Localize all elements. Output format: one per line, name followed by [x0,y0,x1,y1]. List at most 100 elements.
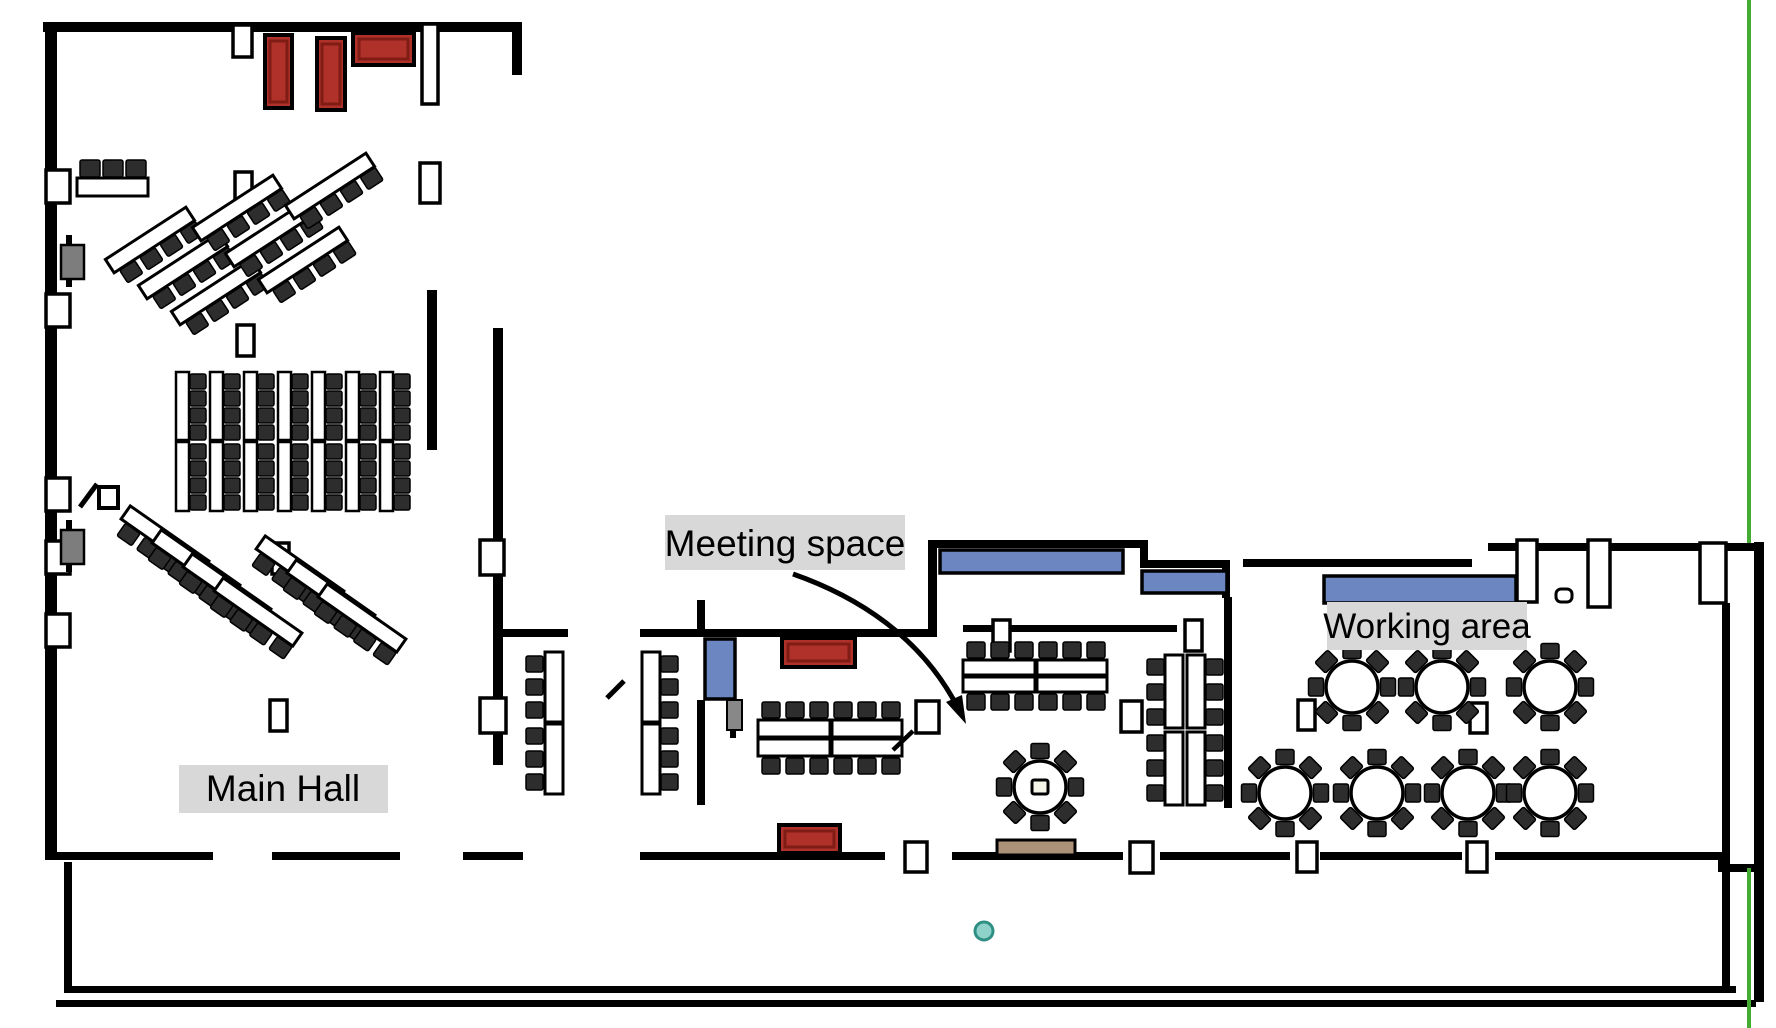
chair [292,267,317,290]
blue-counter [1322,574,1518,605]
wall-segment [1722,603,1730,988]
window-opening [44,476,72,513]
chair [393,373,411,390]
chair [223,460,241,477]
table [961,675,1037,694]
wall-segment [640,629,930,637]
chair [206,228,230,251]
wall-segment [512,22,522,75]
round-table [1397,642,1487,732]
red-table [351,31,416,67]
lecture-column [378,370,411,513]
round-table-top [1324,659,1380,715]
pillar [1296,698,1317,732]
chair [1540,748,1560,766]
long-table-pair [525,650,565,796]
chair [393,407,411,424]
pen-mark [891,729,915,752]
chair [393,494,411,511]
chair [1404,783,1422,803]
chair [1146,759,1165,777]
chair [1014,641,1034,659]
chair [1205,683,1224,701]
chair [257,407,275,424]
door-pillar [1515,538,1539,604]
chair [1307,677,1325,697]
table [344,440,361,513]
main-hall-label: Main Hall [206,768,360,809]
chair [339,180,364,203]
banquet-row [313,581,408,666]
banquet-row [190,173,291,251]
table [276,440,293,513]
chair [353,628,377,652]
table [961,658,1037,677]
chair [178,571,203,594]
chair [1146,658,1165,676]
chair [239,254,263,277]
chair [1275,748,1295,766]
chair [189,477,207,494]
chair [881,701,901,719]
chair [313,601,338,624]
chair [1002,800,1027,825]
chair [1038,693,1058,711]
chair [1458,820,1478,838]
blue-board [703,637,737,701]
wall-segment [1224,597,1232,808]
reception-table-group [75,159,150,198]
meeting-table-group [756,701,904,775]
window-opening [44,612,72,649]
chair [251,553,276,576]
chair [1404,649,1429,674]
chair [966,641,986,659]
chair [147,547,172,570]
chair [1205,658,1224,676]
chair [1086,641,1106,659]
chair [1014,693,1034,711]
chair [223,407,241,424]
round-table-top [1522,659,1578,715]
center-item [1030,778,1050,796]
wall-segment [963,625,1177,632]
chair [359,424,377,441]
chair [291,460,309,477]
chair [257,373,275,390]
chair [1086,693,1106,711]
chair [359,443,377,460]
round-table [1307,642,1397,732]
chair [1247,755,1272,780]
chair [325,407,343,424]
table [242,370,259,442]
banquet-row [103,205,204,283]
chair [525,727,544,745]
chair [192,260,217,283]
label-background [179,765,388,813]
chair [159,234,184,257]
chair [525,750,544,768]
chair [1247,806,1272,831]
table [174,370,191,442]
chair [1540,714,1560,732]
chair [205,299,230,322]
wall-segment [64,986,1736,993]
chair [1379,677,1397,697]
chair [1146,683,1165,701]
chair [1512,649,1537,674]
chair [1390,806,1415,831]
wall-recess [1698,541,1728,605]
chair [291,407,309,424]
chair [1339,755,1364,780]
chair [359,460,377,477]
table [543,722,565,796]
chair [1312,783,1330,803]
pillar [1128,840,1155,875]
table [756,718,832,739]
pillar [1465,840,1489,874]
chair [325,477,343,494]
chair [246,202,271,225]
wall-segment [1140,540,1148,568]
chair [282,577,307,600]
podium-body [59,243,86,281]
